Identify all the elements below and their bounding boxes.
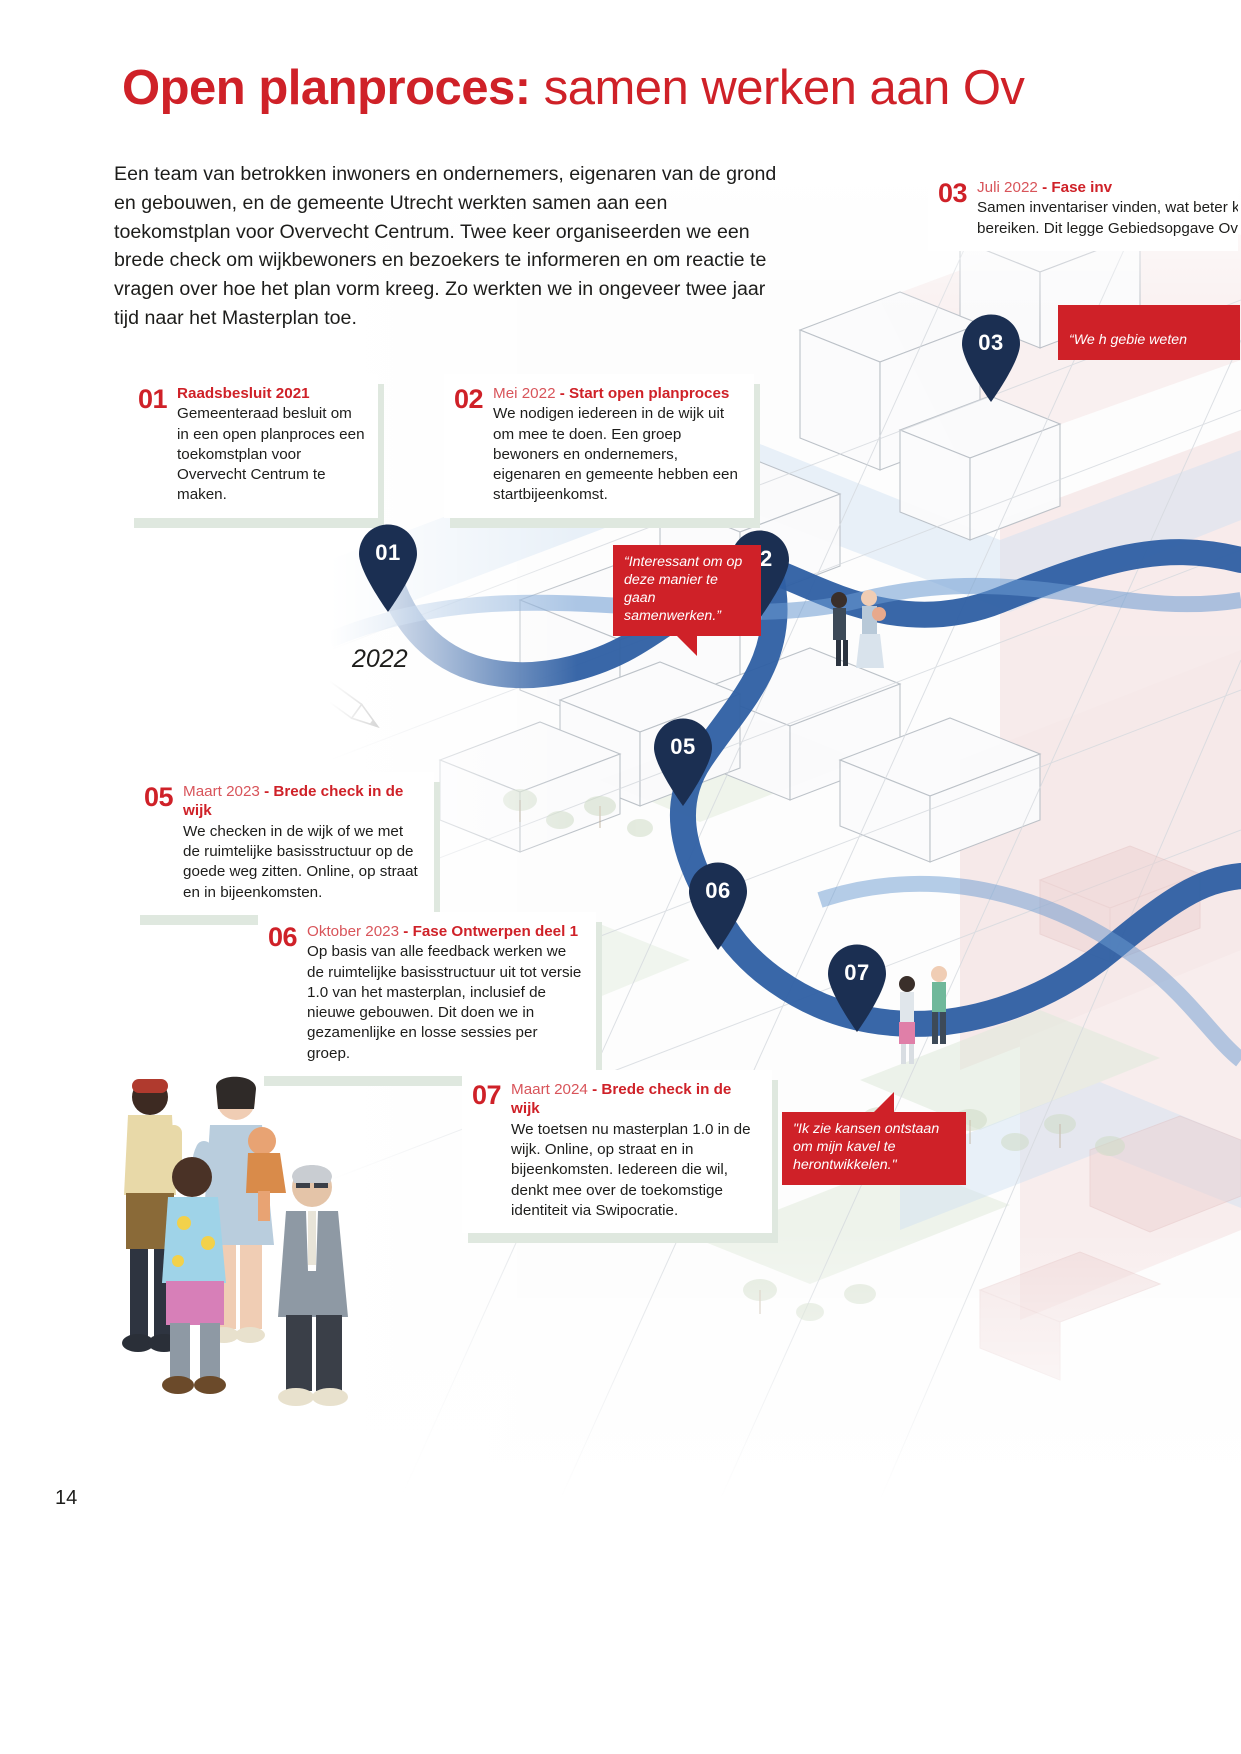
map-pin-06[interactable]: 06 — [685, 862, 751, 950]
step-heading-05: Maart 2023 - Brede check in de wijk — [183, 782, 422, 821]
page-title-light: samen werken aan Ov — [530, 61, 1025, 115]
step-number-07: 07 — [472, 1080, 502, 1110]
step-date-03: Juli 2022 — [977, 179, 1038, 196]
step-number-01: 01 — [138, 384, 168, 414]
illustration-couple-center — [831, 590, 886, 668]
map-pin-label-05: 05 — [670, 734, 696, 759]
figure-child — [162, 1157, 226, 1394]
map-pin-icon — [654, 718, 712, 806]
map-pin-icon — [962, 314, 1020, 402]
step-date-06: Oktober 2023 — [307, 923, 400, 940]
step-text-07: We toetsen nu masterplan 1.0 in de wijk.… — [511, 1120, 751, 1219]
quote-text-1: “Interessant om op deze manier te gaan s… — [624, 554, 743, 624]
intro-paragraph: Een team van betrokken inwoners en onder… — [114, 163, 777, 329]
step-date-02: Mei 2022 — [493, 385, 556, 402]
step-number-02: 02 — [454, 384, 484, 414]
step-heading-01: Raadsbesluit 2021 — [177, 384, 366, 403]
step-text-02: We nodigen iedereen in de wijk uit om me… — [493, 405, 738, 504]
figure-older-man — [278, 1165, 348, 1406]
step-card-01[interactable]: 01 Raadsbesluit 2021 Gemeenteraad beslui… — [128, 374, 384, 528]
map-pin-icon — [359, 524, 417, 612]
page-title: Open planproces: samen werken aan Ov — [122, 61, 1241, 115]
page-title-bold: Open planproces: — [122, 61, 531, 115]
step-topic-01: Raadsbesluit 2021 — [177, 385, 310, 402]
step-heading-03: Juli 2022 - Fase inv — [977, 178, 1238, 197]
map-pin-icon — [689, 862, 747, 950]
step-separator-06: - — [399, 923, 413, 940]
step-topic-06: Fase Ontwerpen deel 1 — [412, 923, 579, 940]
step-text-01: Gemeenteraad besluit om in een open plan… — [177, 405, 365, 504]
step-card-05[interactable]: 05 Maart 2023 - Brede check in de wijk W… — [134, 772, 440, 925]
step-text-05: We checken in de wijk of we met de ruimt… — [183, 822, 418, 901]
step-card-02[interactable]: 02 Mei 2022 - Start open planproces We n… — [444, 374, 760, 528]
step-separator-03: - — [1037, 179, 1052, 196]
map-pin-label-06: 06 — [705, 878, 731, 903]
step-card-06[interactable]: 06 Oktober 2023 - Fase Ontwerpen deel 1 … — [258, 912, 602, 1086]
quote-text-2: “We h gebie weten — [1069, 331, 1188, 348]
step-topic-02: Start open planproces — [569, 385, 730, 402]
map-pin-03[interactable]: 03 — [958, 314, 1024, 402]
step-heading-02: Mei 2022 - Start open planproces — [493, 384, 742, 403]
quote-callout-2: “We h gebie weten — [1058, 305, 1240, 360]
step-text-03: Samen inventariser vinden, wat beter k b… — [977, 199, 1238, 237]
quote-callout-3: "Ik zie kansen ontstaan om mijn kavel te… — [782, 1092, 966, 1185]
step-number-06: 06 — [268, 922, 298, 952]
quote-tail — [874, 1092, 894, 1112]
map-pin-label-07: 07 — [844, 960, 870, 985]
step-number-03: 03 — [938, 178, 968, 208]
step-card-03[interactable]: 03 Juli 2022 - Fase inv Samen inventaris… — [928, 168, 1238, 251]
step-card-07[interactable]: 07 Maart 2024 - Brede check in de wijk W… — [462, 1070, 778, 1243]
step-separator-07: - — [587, 1081, 602, 1098]
step-text-06: Op basis van alle feedback werken we de … — [307, 943, 582, 1062]
map-pin-07[interactable]: 07 — [824, 944, 890, 1032]
quote-tail — [677, 635, 697, 656]
map-pin-05[interactable]: 05 — [650, 718, 716, 806]
step-heading-06: Oktober 2023 - Fase Ontwerpen deel 1 — [307, 922, 584, 941]
step-heading-07: Maart 2024 - Brede check in de wijk — [511, 1080, 760, 1119]
map-pin-label-03: 03 — [978, 330, 1004, 355]
step-number-05: 05 — [144, 782, 174, 812]
quote-text-3: "Ik zie kansen ontstaan om mijn kavel te… — [793, 1121, 940, 1173]
page-number: 14 — [55, 1487, 78, 1509]
map-pin-label-01: 01 — [375, 540, 401, 565]
step-separator-02: - — [555, 385, 570, 402]
year-label: 2022 — [352, 645, 408, 673]
map-pin-01[interactable]: 01 — [355, 524, 421, 612]
illustration-family-group — [122, 1076, 348, 1406]
step-topic-03: Fase inv — [1051, 179, 1113, 196]
step-date-05: Maart 2023 — [183, 783, 260, 800]
quote-callout-1: “Interessant om op deze manier te gaan s… — [613, 545, 761, 656]
illustration-people-right — [899, 966, 947, 1064]
step-date-07: Maart 2024 — [511, 1081, 588, 1098]
step-separator-05: - — [259, 783, 274, 800]
map-pin-icon — [828, 944, 886, 1032]
